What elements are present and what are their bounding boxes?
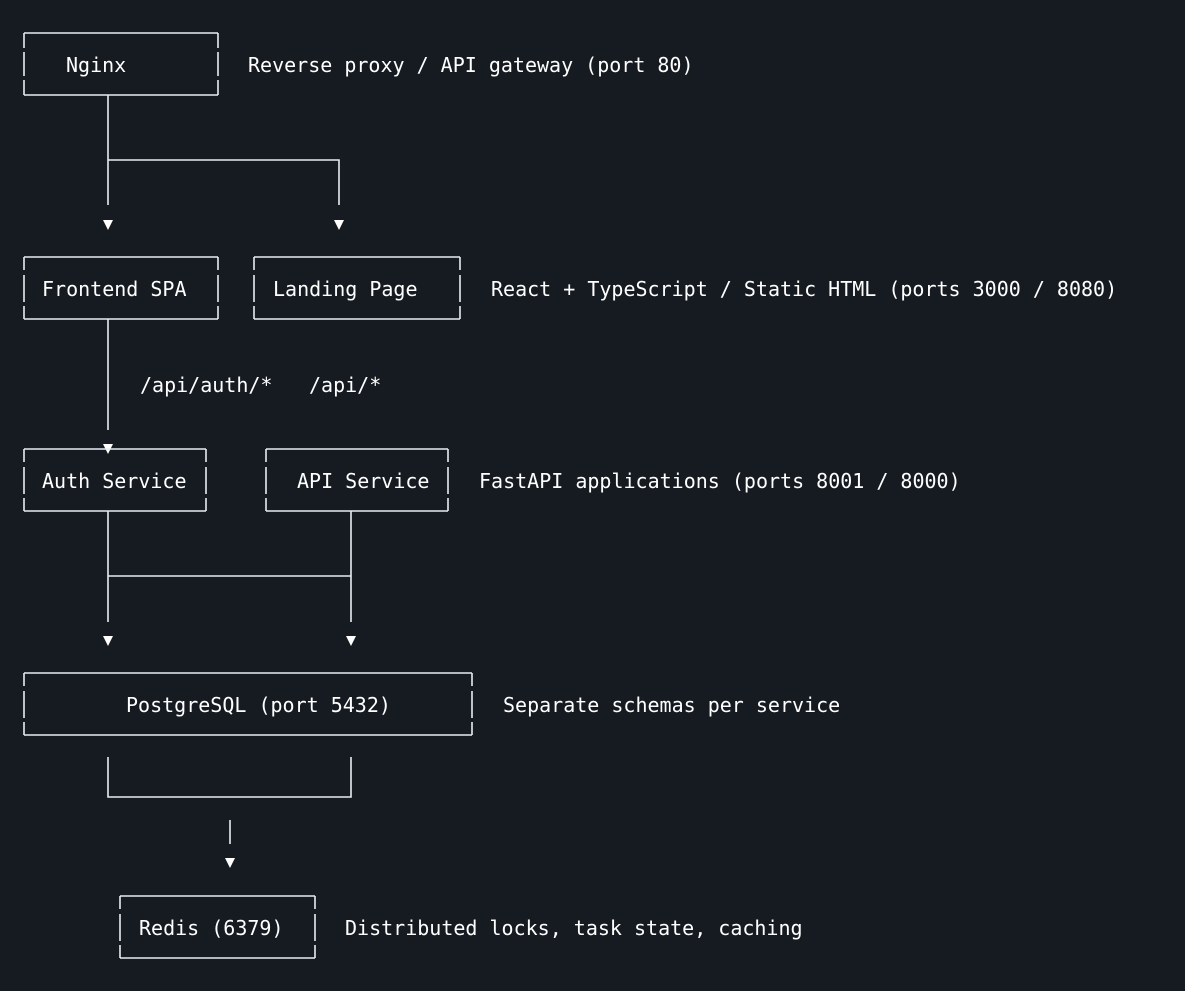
api-label: API Service — [297, 469, 429, 493]
landing-node — [253, 256, 461, 320]
postgres-note: Separate schemas per service — [503, 693, 840, 717]
redis-node — [119, 895, 316, 959]
route-api: /api/* — [309, 373, 381, 397]
route-auth: /api/auth/* — [140, 373, 272, 397]
nginx-node — [23, 32, 219, 96]
service-layer-note: FastAPI applications (ports 8001 / 8000) — [479, 469, 961, 493]
redis-label: Redis (6379) — [139, 916, 284, 940]
auth-label: Auth Service — [42, 469, 187, 493]
auth-node — [23, 448, 207, 512]
services-connectors — [103, 511, 356, 646]
postgres-label: PostgreSQL (port 5432) — [126, 693, 391, 717]
nginx-label: Nginx — [66, 53, 126, 77]
landing-label: Landing Page — [273, 277, 418, 301]
arrow-to-landing — [334, 220, 344, 230]
frontend-label: Frontend SPA — [42, 277, 187, 301]
arrow-auth-to-postgres — [103, 636, 113, 646]
nginx-connectors — [103, 95, 344, 230]
nginx-note: Reverse proxy / API gateway (port 80) — [248, 53, 694, 77]
frontend-connector — [103, 319, 113, 454]
frontend-layer-note: React + TypeScript / Static HTML (ports … — [491, 277, 1117, 301]
arrow-api-to-postgres — [346, 636, 356, 646]
frontend-node — [23, 256, 219, 320]
postgres-node — [23, 672, 473, 736]
arrow-to-redis — [225, 858, 235, 868]
api-node — [265, 448, 449, 512]
redis-note: Distributed locks, task state, caching — [345, 916, 803, 940]
arrow-to-frontend — [103, 220, 113, 230]
postgres-connector — [107, 757, 352, 868]
